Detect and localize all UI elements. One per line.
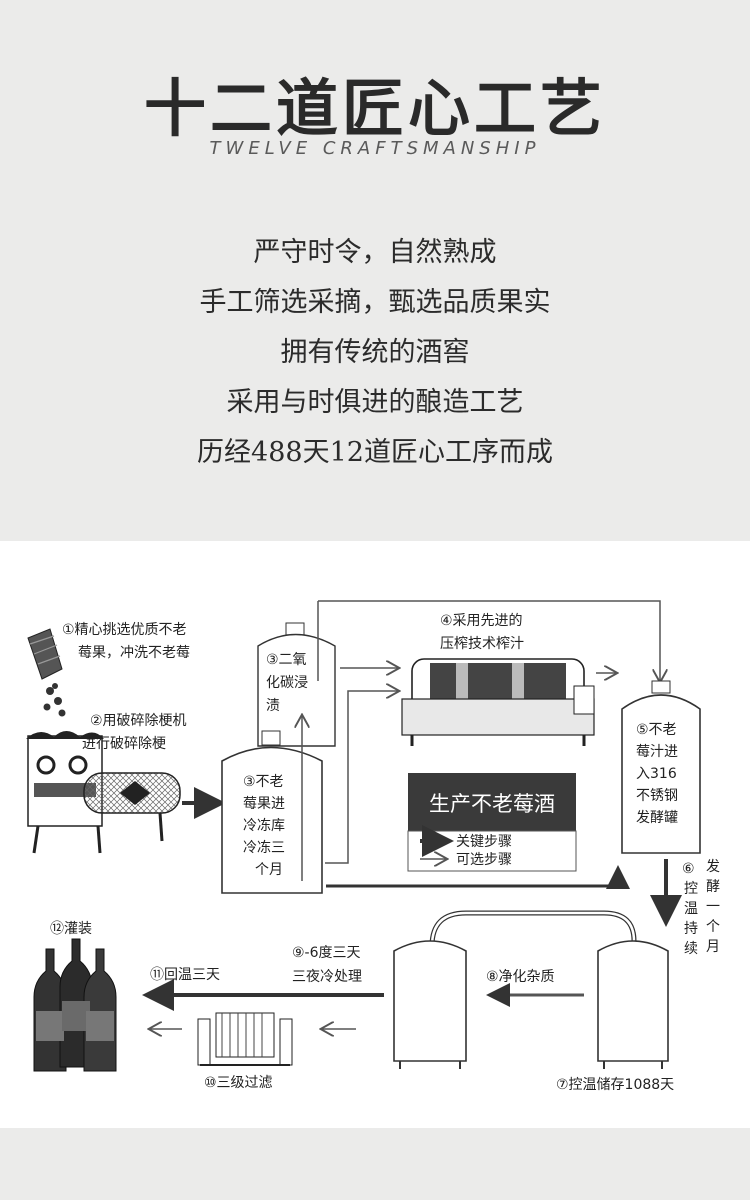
step-5-label: ⑤不老 莓汁进 入316 不锈钢 发酵罐 (636, 722, 678, 826)
process-diagram: ①精心挑选优质不老 莓果，冲洗不老莓 ②用破碎除梗机 进行破碎除梗 ③二氧 化碳… (26, 600, 720, 1093)
svg-text:酵: 酵 (706, 879, 720, 895)
fermentation-tank-icon (621, 680, 701, 854)
step-9-label: ⑨-6度三天 三夜冷处理 (292, 945, 362, 985)
press-machine-icon (401, 658, 595, 746)
intro-line-1: 严守时令，自然熟成 (253, 237, 497, 268)
freezer-tank-icon (221, 730, 323, 894)
svg-text:③不老: ③不老 (243, 774, 284, 790)
intro-line-2: 手工筛选采摘，甄选品质果实 (199, 287, 551, 318)
step-6-label: ⑥ 控 温 持 续 发 酵 一 个 月 (682, 859, 720, 957)
svg-text:一: 一 (706, 899, 720, 915)
intro-line-5: 历经488天12道匠心工序而成 (197, 437, 553, 468)
svg-text:②用破碎除梗机: ②用破碎除梗机 (90, 713, 187, 729)
intro-line-4: 采用与时俱进的酿造工艺 (226, 387, 524, 418)
svg-text:莓果，冲洗不老莓: 莓果，冲洗不老莓 (78, 645, 190, 661)
crusher-machine-icon (26, 731, 181, 854)
svg-text:关键步骤: 关键步骤 (456, 834, 512, 850)
svg-text:⑨-6度三天: ⑨-6度三天 (292, 945, 361, 961)
step-3b-label: ③不老 莓果进 冷冻库 冷冻三 个月 (243, 774, 285, 878)
svg-text:进行破碎除梗: 进行破碎除梗 (82, 736, 166, 752)
svg-text:渍: 渍 (266, 698, 280, 714)
footer-bar (0, 1128, 750, 1200)
svg-text:入316: 入316 (636, 766, 677, 782)
arrow-freezer-to-press (325, 691, 398, 864)
purify-tank-icon (393, 940, 467, 1069)
svg-text:化碳浸: 化碳浸 (266, 675, 308, 691)
svg-text:发: 发 (706, 859, 720, 875)
intro-line-3: 拥有传统的酒窖 (280, 337, 470, 368)
filter-press-icon (197, 1012, 293, 1066)
svg-text:续: 续 (684, 940, 698, 957)
svg-text:生产不老莓酒: 生产不老莓酒 (429, 792, 555, 816)
arrow-freezer-to-ferment-tank (326, 865, 630, 889)
svg-text:不锈钢: 不锈钢 (636, 788, 678, 804)
arrow-co2-to-ferment-tank (317, 600, 660, 681)
wine-bottles-icon (33, 938, 117, 1072)
step-2-label: ②用破碎除梗机 进行破碎除梗 (82, 713, 187, 752)
svg-text:发酵罐: 发酵罐 (636, 810, 678, 826)
svg-text:月: 月 (706, 939, 720, 955)
co2-maceration-tank-icon (257, 622, 336, 747)
page-subtitle: TWELVE CRAFTSMANSHIP (209, 138, 541, 159)
step-11-label: ⑪回温三天 (150, 967, 220, 983)
svg-text:压榨技术榨汁: 压榨技术榨汁 (440, 635, 524, 652)
step-4-label: ④采用先进的 压榨技术榨汁 (440, 613, 524, 652)
svg-text:冷冻三: 冷冻三 (243, 839, 285, 856)
storage-tank-icon (597, 940, 669, 1069)
center-title-box: 生产不老莓酒 关键步骤 可选步骤 (407, 773, 577, 872)
berry-basket-icon (27, 628, 66, 717)
page-title: 十二道匠心工艺 (143, 72, 606, 145)
step-7-label: ⑦控温储存1088天 (556, 1077, 674, 1093)
svg-text:⑤不老: ⑤不老 (636, 722, 677, 738)
svg-text:个月: 个月 (255, 862, 283, 878)
svg-text:冷冻库: 冷冻库 (243, 817, 285, 834)
svg-text:莓果进: 莓果进 (243, 796, 285, 812)
svg-text:三夜冷处理: 三夜冷处理 (292, 969, 362, 985)
svg-text:可选步骤: 可选步骤 (456, 852, 512, 868)
transfer-pipe-icon (429, 910, 637, 947)
svg-text:持: 持 (684, 921, 698, 937)
step-3a-label: ③二氧 化碳浸 渍 (266, 652, 308, 714)
header-section: 十二道匠心工艺 TWELVE CRAFTSMANSHIP 严守时令，自然熟成 手… (0, 0, 750, 541)
svg-text:控: 控 (684, 881, 698, 897)
svg-text:莓汁进: 莓汁进 (636, 744, 678, 760)
svg-text:温: 温 (684, 901, 698, 917)
step-1-label: ①精心挑选优质不老 莓果，冲洗不老莓 (62, 622, 190, 661)
step-8-label: ⑧净化杂质 (486, 969, 555, 985)
svg-text:④采用先进的: ④采用先进的 (440, 613, 523, 629)
svg-text:⑥: ⑥ (682, 861, 695, 877)
svg-text:①精心挑选优质不老: ①精心挑选优质不老 (62, 622, 187, 638)
svg-text:个: 个 (706, 919, 720, 935)
step-10-label: ⑩三级过滤 (204, 1075, 273, 1091)
step-12-label: ⑫灌装 (50, 921, 92, 937)
svg-text:③二氧: ③二氧 (266, 652, 307, 668)
